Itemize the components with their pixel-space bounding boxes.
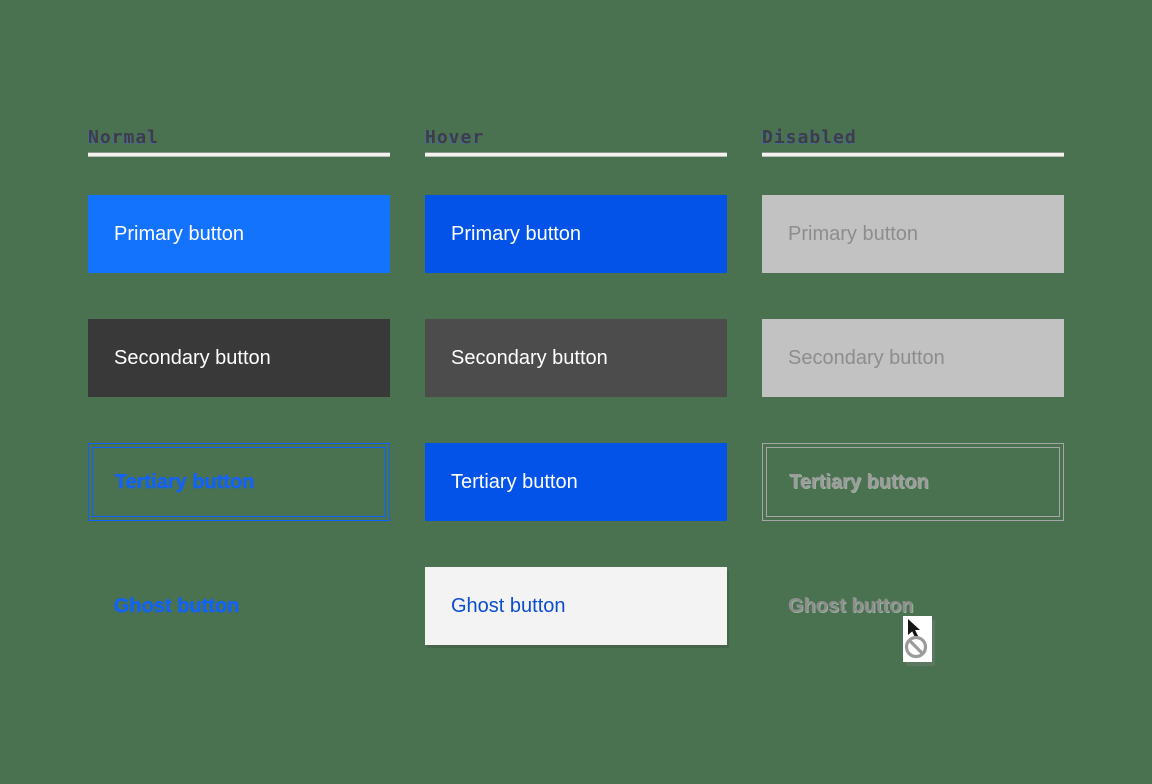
column-header-disabled: Disabled (762, 127, 857, 148)
secondary-button-hover[interactable]: Secondary button (425, 319, 727, 397)
secondary-button-disabled: Secondary button (762, 319, 1064, 397)
primary-button-disabled: Primary button (762, 195, 1064, 273)
column-header-hover: Hover (425, 127, 485, 148)
ghost-button-normal[interactable]: Ghost button (88, 567, 390, 645)
column-divider (88, 152, 390, 157)
ghost-button-disabled: Ghost button (762, 567, 1064, 645)
cursor-arrow-and-prohibition-icon (904, 619, 928, 659)
ghost-button-hover[interactable]: Ghost button (425, 567, 727, 645)
secondary-button-normal[interactable]: Secondary button (88, 319, 390, 397)
column-divider (425, 152, 727, 157)
primary-button-hover[interactable]: Primary button (425, 195, 727, 273)
tertiary-button-disabled: Tertiary button (762, 443, 1064, 521)
tertiary-button-normal[interactable]: Tertiary button (88, 443, 390, 521)
column-divider (762, 152, 1064, 157)
primary-button-normal[interactable]: Primary button (88, 195, 390, 273)
not-allowed-cursor-icon (903, 616, 932, 662)
tertiary-button-hover[interactable]: Tertiary button (425, 443, 727, 521)
column-header-normal: Normal (88, 127, 160, 148)
